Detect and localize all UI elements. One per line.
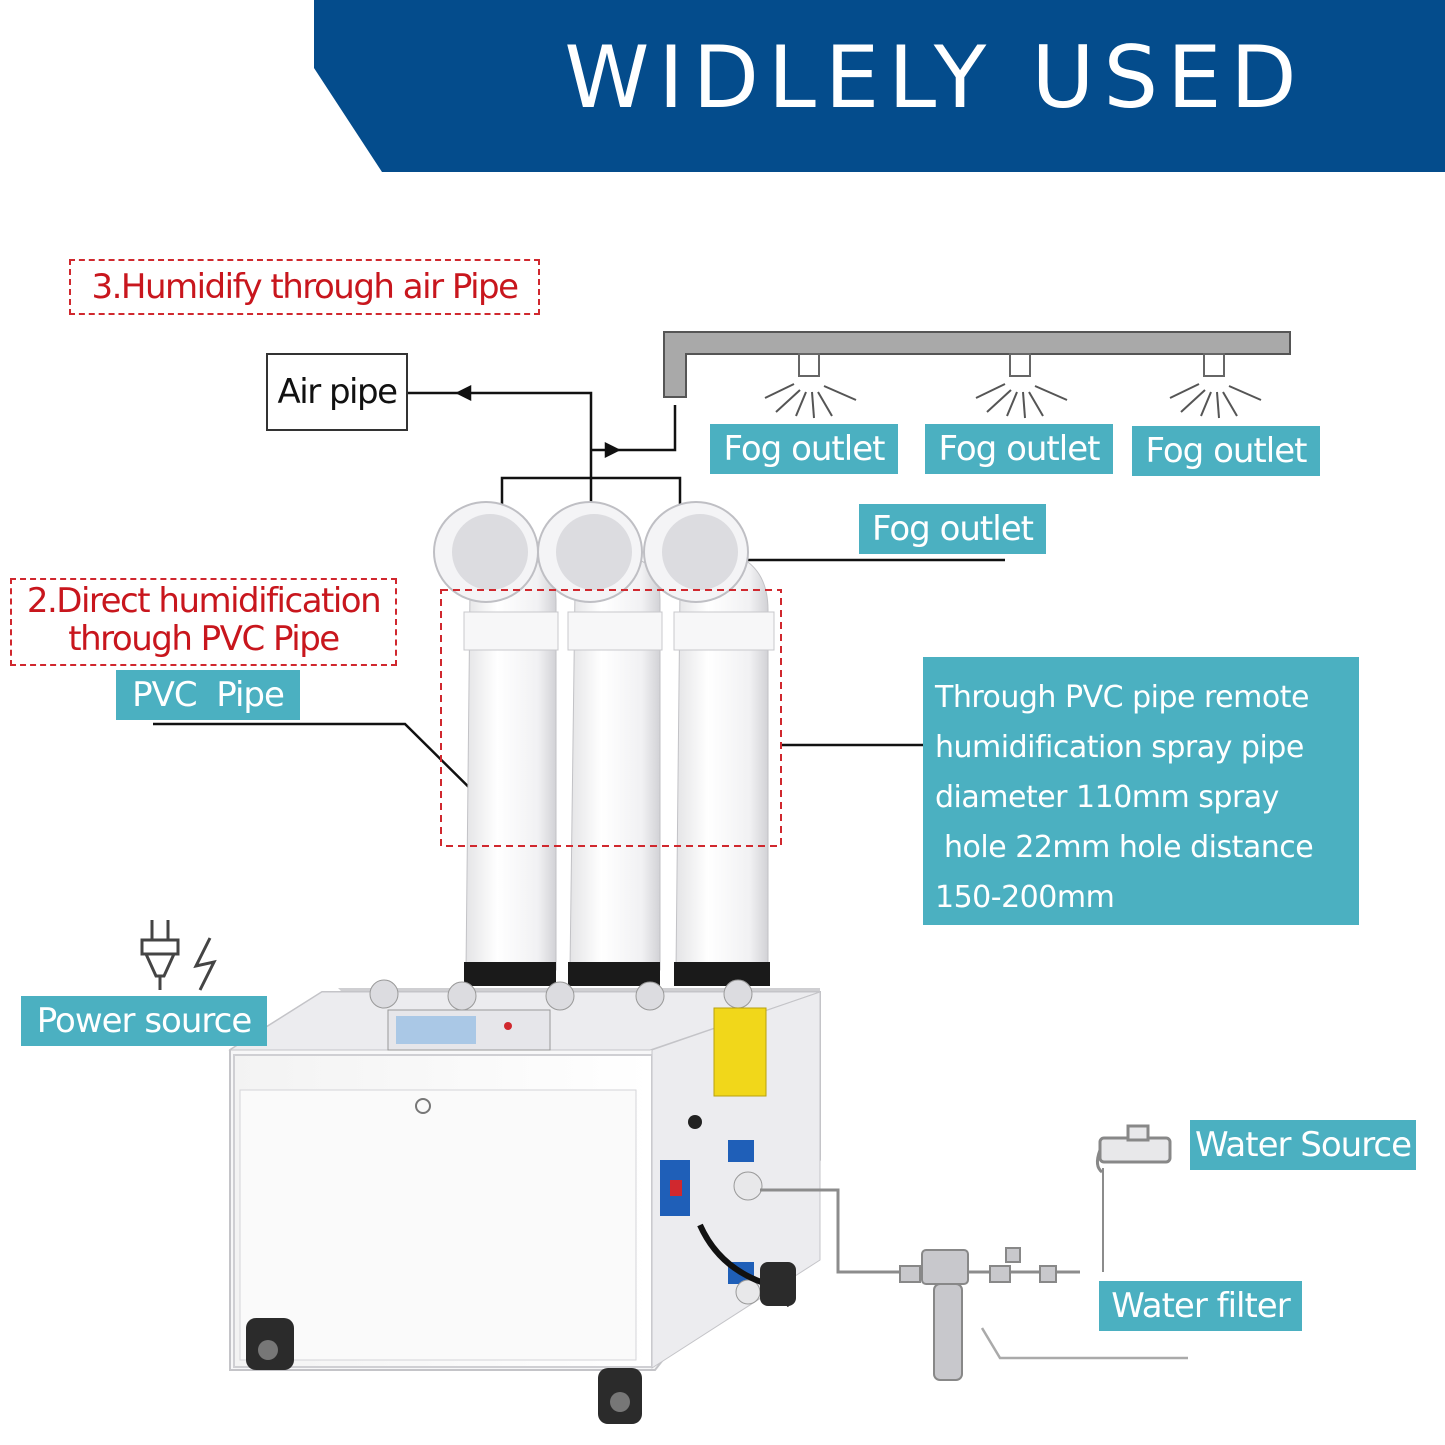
water-filter-icon: [899, 1247, 1057, 1381]
description-line-3: diameter 110mm spray: [935, 780, 1279, 815]
fog-outlet-label-4: Fog outlet: [859, 504, 1046, 554]
power-source-label: Power source: [21, 996, 267, 1046]
method-2-label: 2.Direct humidification through PVC Pipe: [10, 578, 397, 666]
spray-nozzle-icon: [798, 353, 1225, 377]
pipe-spec-description: Through PVC pipe remote humidification s…: [923, 657, 1359, 925]
fog-spray-lines: [764, 383, 1262, 419]
description-line-1: Through PVC pipe remote: [935, 680, 1309, 715]
lock-icon: [415, 1098, 431, 1114]
lightning-icon: [193, 937, 217, 991]
water-source-label: Water Source: [1190, 1120, 1416, 1170]
air-pipe-label: Air pipe: [266, 353, 408, 431]
wheels: [246, 1262, 796, 1424]
pvc-highlight-box: [440, 589, 782, 847]
side-ports: [660, 1115, 793, 1308]
humidifier-cabinet: [228, 979, 821, 1424]
description-line-5: 150-200mm: [935, 880, 1115, 915]
method-3-label: 3.Humidify through air Pipe: [69, 259, 540, 315]
method-2-line-2: through PVC Pipe: [68, 619, 340, 659]
fog-outlet-label-2: Fog outlet: [925, 424, 1113, 474]
banner-shape: [314, 0, 1445, 172]
pvc-pipes: [433, 501, 775, 986]
power-plug-icon: [140, 920, 180, 990]
description-line-4: hole 22mm hole distance: [935, 830, 1314, 865]
water-tap-icon: [1095, 1124, 1172, 1174]
overhead-spray-pipe: [663, 331, 1291, 419]
control-panel: [387, 1009, 551, 1051]
fog-outlet-label-3: Fog outlet: [1132, 426, 1320, 476]
pvc-pipe-label: PVC Pipe: [116, 670, 300, 720]
pvc-pipe-1: [433, 501, 559, 986]
banner-title: WIDLELY USED: [564, 28, 1306, 128]
header-banner: WIDLELY USED: [0, 0, 1445, 172]
method-2-line-1: 2.Direct humidification: [26, 581, 382, 621]
pvc-pipe-3: [643, 501, 775, 986]
fog-outlet-label-1: Fog outlet: [710, 424, 898, 474]
water-filter-label: Water filter: [1099, 1281, 1302, 1331]
water-line: [760, 1168, 1104, 1381]
pvc-pipe-2: [537, 501, 663, 986]
description-line-2: humidification spray pipe: [935, 730, 1304, 765]
warning-label: [713, 1007, 767, 1097]
